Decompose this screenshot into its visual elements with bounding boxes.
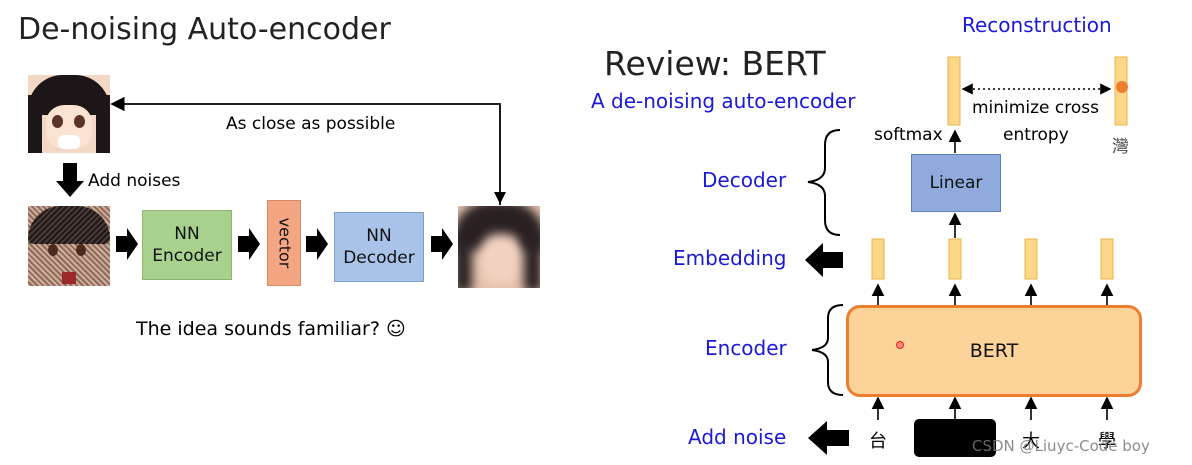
- minimize-label-line1: minimize cross: [972, 98, 1099, 118]
- noisy-face-image: [28, 206, 110, 286]
- bert-label: BERT: [969, 340, 1019, 362]
- add-noise-block-arrow-icon: [808, 421, 849, 455]
- embedding-block-arrow-icon: [805, 243, 843, 277]
- encoder-curly-brace-icon: [811, 304, 844, 396]
- embedding-bar-2: [948, 238, 962, 280]
- decoder-curly-brace-icon: [807, 129, 841, 236]
- red-pointer-dot: [896, 341, 904, 349]
- softmax-label: softmax: [874, 125, 943, 145]
- block-arrow-icon-3: [306, 228, 328, 260]
- embedding-bar-3: [1024, 238, 1038, 280]
- close-as-possible-label: As close as possible: [226, 114, 396, 134]
- right-title: Review: BERT: [604, 44, 826, 83]
- reconstruction-label: Reconstruction: [962, 13, 1112, 37]
- output-char: 灣: [1112, 137, 1129, 157]
- nn-encoder-box: NN Encoder: [142, 210, 232, 280]
- vector-box: vector: [267, 200, 301, 286]
- embedding-label: Embedding: [673, 246, 787, 270]
- block-arrow-icon-4: [431, 228, 453, 260]
- linear-box: Linear: [911, 154, 1001, 212]
- watermark: CSDN @Liuyc-Code boy: [972, 437, 1150, 455]
- encoder-label: Encoder: [705, 336, 787, 360]
- input-char-3: 學: [1098, 431, 1116, 452]
- down-block-arrow-icon: [56, 163, 84, 197]
- embedding-bar-1: [871, 238, 885, 280]
- nn-decoder-label: NN Decoder: [343, 226, 415, 268]
- decoder-label: Decoder: [702, 168, 787, 192]
- block-arrow-icon-2: [238, 228, 260, 260]
- input-char-2: 大: [1022, 431, 1040, 452]
- embedding-bar-4: [1100, 238, 1114, 280]
- bert-box: BERT: [846, 305, 1142, 397]
- nn-encoder-label: NN Encoder: [152, 224, 222, 266]
- add-noise-label: Add noise: [688, 425, 787, 449]
- block-arrow-icon-1: [116, 228, 138, 260]
- caption-text: The idea sounds familiar? ☺: [136, 318, 406, 340]
- red-dot: [1116, 81, 1128, 93]
- reconstruction-bar-left: [947, 56, 961, 126]
- right-subtitle: A de-noising auto-encoder: [591, 89, 856, 113]
- mask-token-block: [914, 419, 996, 457]
- linear-label: Linear: [929, 173, 983, 193]
- anime-girl-face-image: [28, 75, 110, 153]
- left-title: De-noising Auto-encoder: [18, 12, 391, 47]
- minimize-label-line2: entropy: [1003, 125, 1069, 145]
- vector-label: vector: [275, 217, 294, 269]
- feedback-arrow: [110, 96, 501, 205]
- add-noises-label: Add noises: [88, 171, 181, 191]
- blurry-face-image: [458, 206, 540, 288]
- input-char-1: 台: [869, 431, 887, 452]
- nn-decoder-box: NN Decoder: [334, 212, 424, 282]
- feedback-arrow-head: [494, 192, 506, 204]
